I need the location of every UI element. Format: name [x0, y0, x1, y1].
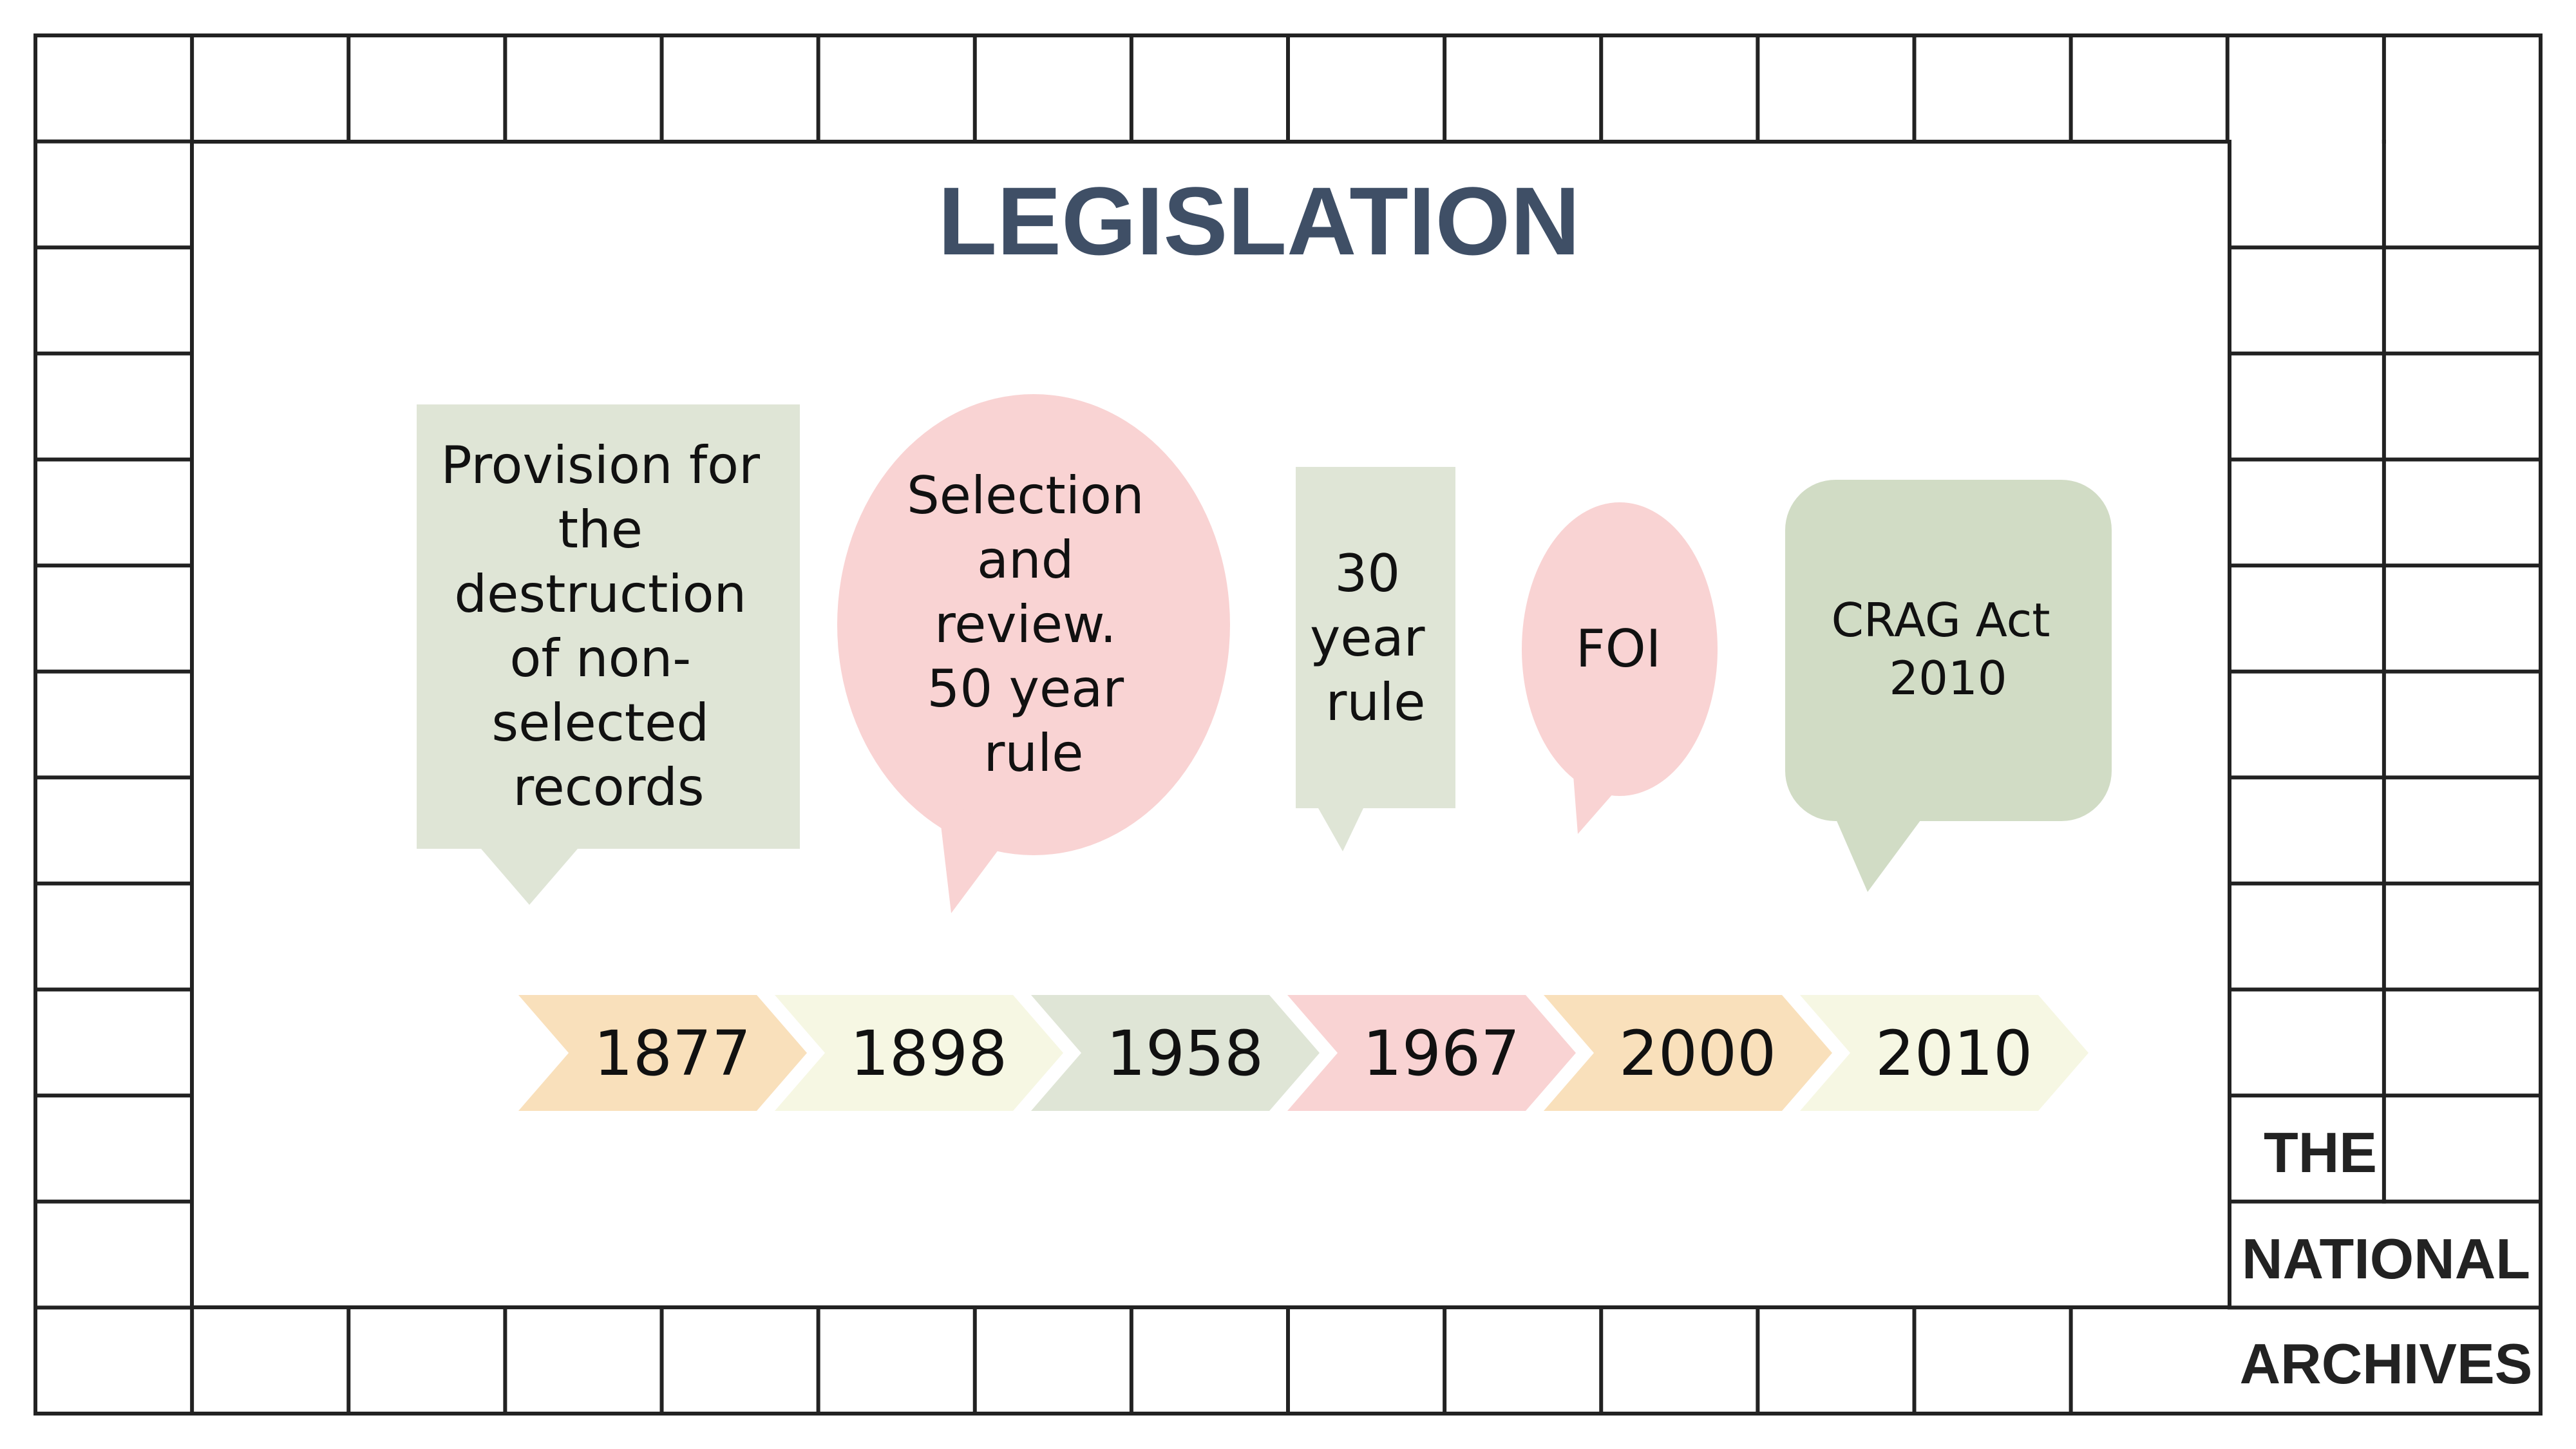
grid-frame-border — [33, 33, 2543, 1416]
bubble-1877-provision: Provision for the destruction of non- se… — [417, 404, 800, 905]
bubble-2000-tail — [1835, 818, 1922, 892]
logo-line-national: NATIONAL — [2242, 1227, 2530, 1291]
bubble-1967-foi: FOI — [1522, 502, 1718, 834]
bubble-1958-body — [1296, 467, 1455, 808]
bubble-1898-tail — [937, 792, 1008, 913]
timeline-chevron-2000 — [1544, 995, 1832, 1111]
timeline-chevron-1877 — [518, 995, 807, 1111]
timeline-chevron-1958 — [1031, 995, 1320, 1111]
bubble-1958-text: 30 year rule — [1310, 544, 1441, 732]
timeline-year-label: 1958 — [1106, 1018, 1264, 1090]
timeline-year-label: 2010 — [1875, 1018, 2032, 1090]
bubble-1967-text: FOI — [1576, 619, 1662, 679]
timeline-year-label: 1877 — [594, 1018, 751, 1090]
national-archives-logo: THE NATIONAL ARCHIVES — [2240, 1121, 2533, 1396]
timeline-year-label: 1898 — [850, 1018, 1007, 1090]
timeline-chevron-1898 — [775, 995, 1063, 1111]
bubble-1967-tail — [1571, 750, 1623, 834]
bubble-1967-body — [1522, 502, 1718, 796]
logo-line-archives: ARCHIVES — [2240, 1332, 2533, 1396]
bubble-2000-text: CRAG Act 2010 — [1832, 593, 2065, 705]
bubble-2000-crag: CRAG Act 2010 — [1785, 480, 2112, 892]
timeline-chevrons: 1877 1898 1958 1967 2000 2010 — [518, 995, 2088, 1111]
timeline-chevron-2010 — [1800, 995, 2088, 1111]
bubble-1877-text: Provision for the destruction of non- se… — [441, 435, 777, 817]
bubble-1898-selection: Selection and review. 50 year rule — [837, 394, 1230, 913]
slide-title: LEGISLATION — [938, 167, 1580, 275]
bubble-1898-text: Selection and review. 50 year rule — [907, 466, 1160, 783]
bubble-2000-body — [1785, 480, 2112, 821]
bubble-1958-tail — [1318, 808, 1363, 851]
logo-line-the: THE — [2264, 1121, 2377, 1184]
timeline-year-label: 1967 — [1363, 1018, 1520, 1090]
timeline-chevron-1967 — [1287, 995, 1576, 1111]
bubble-1898-body — [837, 394, 1230, 855]
bubble-1877-tail — [481, 849, 578, 905]
timeline-year-label: 2000 — [1619, 1018, 1776, 1090]
bubble-1877-body — [417, 404, 800, 849]
bubble-1958-thirty-year: 30 year rule — [1296, 467, 1455, 851]
